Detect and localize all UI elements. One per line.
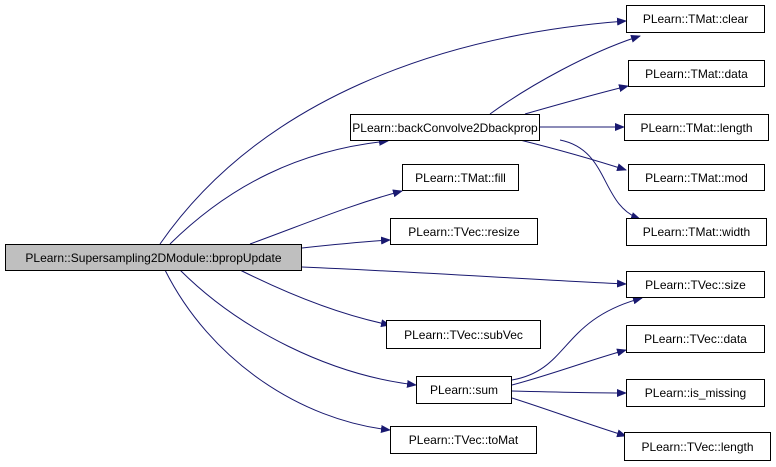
node-tvec-subvec[interactable]: PLearn::TVec::subVec	[386, 320, 541, 349]
node-tmat-data[interactable]: PLearn::TMat::data	[628, 60, 765, 87]
edge-backconv-tmat-clear	[489, 34, 641, 115]
edge-sum-tvec-size	[511, 296, 643, 381]
edge-sum-tvec-length	[511, 397, 627, 438]
node-tvec-size[interactable]: PLearn::TVec::size	[626, 271, 765, 298]
node-tmat-mod[interactable]: PLearn::TMat::mod	[628, 164, 765, 191]
node-backconvolve2dbackprop[interactable]: PLearn::backConvolve2Dbackprop	[350, 114, 540, 141]
node-is-missing[interactable]: PLearn::is_missing	[626, 379, 765, 407]
edge-sum-is-missing	[511, 388, 627, 397]
node-tvec-tomat[interactable]: PLearn::TVec::toMat	[390, 426, 537, 454]
edge-root-tvec-resize	[301, 236, 391, 249]
edge-root-tmat-fill	[249, 189, 403, 245]
edge-sum-tvec-data	[511, 348, 627, 386]
node-tmat-width[interactable]: PLearn::TMat::width	[626, 218, 767, 246]
node-tvec-length[interactable]: PLearn::TVec::length	[624, 432, 771, 461]
node-tmat-length[interactable]: PLearn::TMat::length	[624, 114, 769, 141]
node-supersampling2dmodule-bpropupdate[interactable]: PLearn::Supersampling2DModule::bpropUpda…	[5, 244, 302, 271]
node-tmat-fill[interactable]: PLearn::TMat::fill	[402, 164, 519, 191]
edge-root-backconv	[169, 137, 389, 245]
edge-backconv-tmat-data	[524, 84, 629, 115]
edge-root-tvec-size	[301, 266, 627, 288]
edge-root-sum	[179, 269, 417, 388]
edge-root-tvec-subvec	[239, 269, 391, 328]
edge-root-tmat-clear	[159, 17, 627, 245]
edge-root-tvec-tomat	[164, 269, 391, 433]
node-tvec-data[interactable]: PLearn::TVec::data	[626, 325, 765, 353]
node-tvec-resize[interactable]: PLearn::TVec::resize	[390, 218, 538, 245]
edge-backconv-tmat-mod	[519, 139, 627, 172]
edge-backconv-tmat-width	[559, 139, 641, 220]
node-tmat-clear[interactable]: PLearn::TMat::clear	[626, 5, 765, 33]
node-sum[interactable]: PLearn::sum	[416, 376, 512, 404]
